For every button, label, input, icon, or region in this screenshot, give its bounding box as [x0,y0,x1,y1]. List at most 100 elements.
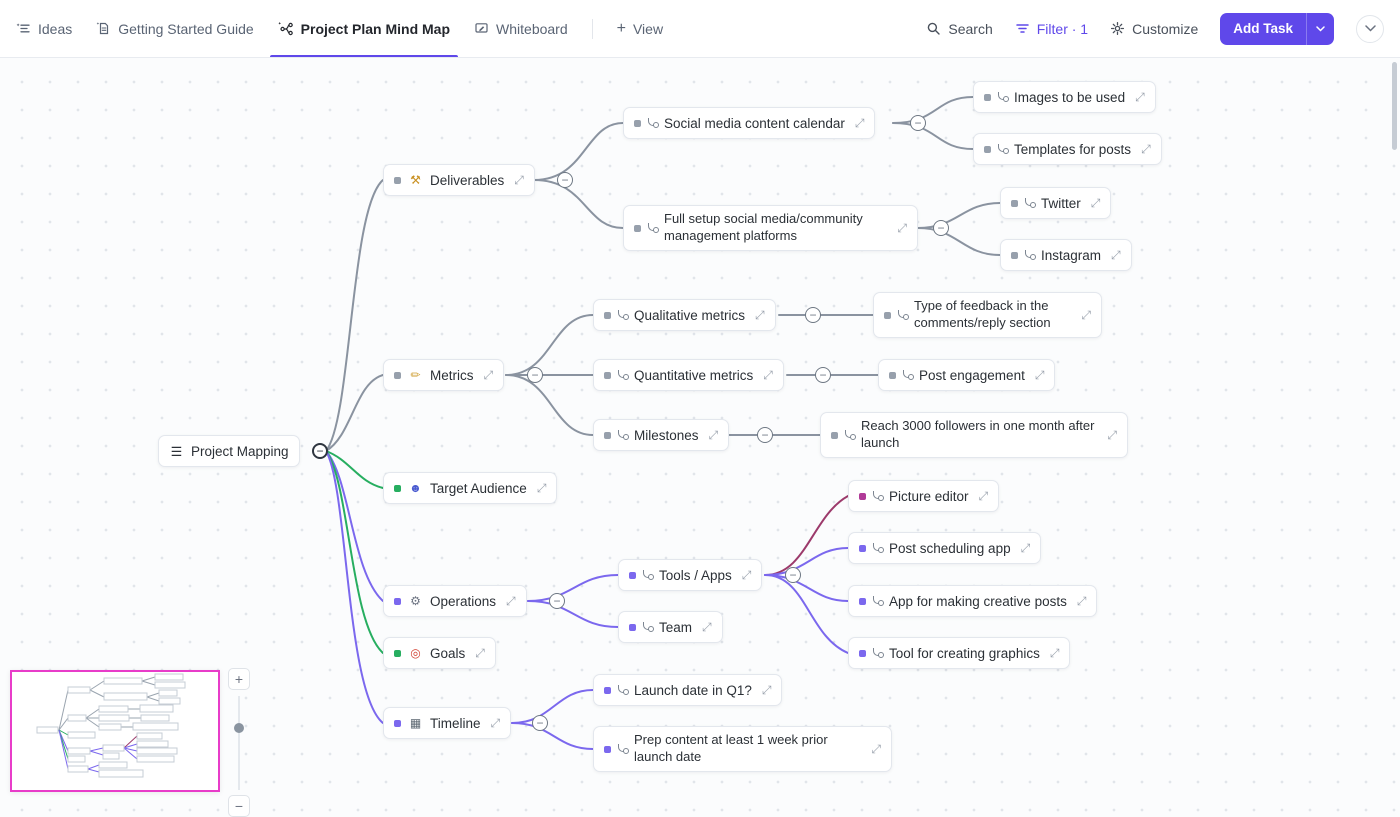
node-label: Goals [430,645,466,661]
collapse-toggle-operations[interactable]: − [549,593,565,609]
node-social-media-content-calendar[interactable]: Social media content calendar ⤢ [623,107,876,139]
expand-icon[interactable]: ⤢ [763,368,773,382]
node-images-to-be-used[interactable]: Images to be used ⤢ [973,81,1156,113]
zoom-slider-handle[interactable] [234,723,244,733]
node-project-mapping[interactable]: ☰ Project Mapping [158,435,300,467]
node-full-setup-platforms[interactable]: Full setup social media/community manage… [623,205,918,251]
expand-icon[interactable]: ⤢ [871,742,881,756]
expand-icon[interactable]: ⤢ [854,116,865,130]
node-label: Team [659,619,693,635]
add-view-button[interactable]: + View [617,0,663,57]
customize-button[interactable]: Customize [1110,21,1198,37]
subtask-icon [873,595,884,606]
expand-icon[interactable]: ⤢ [1111,248,1121,262]
node-post-engagement[interactable]: Post engagement ⤢ [878,359,1056,391]
expand-icon[interactable]: ⤢ [483,368,494,382]
node-post-scheduling-app[interactable]: Post scheduling app ⤢ [848,532,1042,564]
tab-project-plan-mind-map[interactable]: Project Plan Mind Map [269,0,459,57]
expand-icon[interactable]: ⤢ [1034,368,1045,382]
expand-icon[interactable]: ⤢ [761,683,772,697]
node-team[interactable]: Team ⤢ [618,611,723,643]
node-launch-date-q1[interactable]: Launch date in Q1? ⤢ [593,674,783,706]
subtask-icon [618,429,629,440]
expand-icon[interactable]: ⤢ [1020,541,1031,555]
collapse-toggle-qualitative[interactable]: − [805,307,821,323]
node-label: Tools / Apps [659,567,732,583]
collapse-toggle-milestones[interactable]: − [757,427,773,443]
node-target-audience[interactable]: ☻ Target Audience ⤢ [383,472,558,504]
expand-icon[interactable]: ⤢ [1076,594,1087,608]
node-metrics[interactable]: ✏ Metrics ⤢ [383,359,505,391]
add-task-dropdown[interactable] [1306,12,1334,45]
collapse-toggle-quantitative[interactable]: − [815,367,831,383]
expand-icon[interactable]: ⤢ [708,428,719,442]
node-twitter[interactable]: Twitter ⤢ [1000,187,1112,219]
zoom-in-button[interactable]: + [228,668,250,690]
expand-icon[interactable]: ⤢ [514,173,524,187]
tab-getting-started-guide[interactable]: Getting Started Guide [96,0,254,57]
node-label: Deliverables [430,172,505,188]
tab-ideas[interactable]: Ideas [16,0,72,57]
filter-button[interactable]: Filter · 1 [1015,21,1088,37]
node-prep-content[interactable]: Prep content at least 1 week prior launc… [593,726,892,772]
collapse-toggle-metrics[interactable]: − [527,367,543,383]
collapse-toolbar-button[interactable] [1356,14,1384,43]
collapse-toggle-full-setup[interactable]: − [933,220,949,236]
minimap[interactable] [10,670,220,792]
subtask-icon [648,117,659,128]
collapse-toggle-timeline[interactable]: − [532,715,548,731]
mindmap-connectors [325,96,1001,750]
subtask-icon [643,621,654,632]
node-timeline[interactable]: ▦ Timeline ⤢ [383,707,512,739]
expand-icon[interactable]: ⤢ [1107,428,1117,442]
search-button[interactable]: Search [926,21,993,37]
node-instagram[interactable]: Instagram ⤢ [1000,239,1132,271]
zoom-out-button[interactable]: − [228,795,250,817]
status-square [884,311,891,319]
collapse-toggle-root[interactable]: − [312,443,328,459]
expand-icon[interactable]: ⤢ [475,646,485,660]
expand-icon[interactable]: ⤢ [490,716,501,730]
expand-icon[interactable]: ⤢ [897,221,907,235]
node-app-for-creative-posts[interactable]: App for making creative posts ⤢ [848,585,1098,617]
expand-icon[interactable]: ⤢ [1135,90,1145,104]
node-type-of-feedback[interactable]: Type of feedback in the comments/reply s… [873,292,1102,338]
expand-icon[interactable]: ⤢ [978,489,989,503]
node-qualitative-metrics[interactable]: Qualitative metrics ⤢ [593,299,776,331]
expand-icon[interactable]: ⤢ [506,594,516,608]
node-picture-editor[interactable]: Picture editor ⤢ [848,480,1000,512]
node-label: Picture editor [889,488,969,504]
expand-icon[interactable]: ⤢ [1141,142,1151,156]
filter-label: Filter · 1 [1036,20,1089,37]
node-milestones[interactable]: Milestones ⤢ [593,419,730,451]
ideas-icon [16,23,30,33]
expand-icon[interactable]: ⤢ [702,620,712,634]
node-reach-3000-followers[interactable]: Reach 3000 followers in one month after … [820,412,1128,458]
expand-icon[interactable]: ⤢ [536,481,547,495]
expand-icon[interactable]: ⤢ [755,308,765,322]
collapse-toggle-tools-apps[interactable]: − [785,567,801,583]
minimap-preview [36,673,186,778]
zoom-slider-track[interactable] [238,696,240,790]
node-tool-for-graphics[interactable]: Tool for creating graphics ⤢ [848,637,1071,669]
node-deliverables[interactable]: ⚒ Deliverables ⤢ [383,164,535,196]
expand-icon[interactable]: ⤢ [1090,196,1101,210]
node-quantitative-metrics[interactable]: Quantitative metrics ⤢ [593,359,784,391]
node-label: Post scheduling app [889,540,1011,556]
node-tools-apps[interactable]: Tools / Apps ⤢ [618,559,763,591]
vertical-scrollbar[interactable] [1392,62,1397,150]
node-label: Templates for posts [1014,141,1132,157]
expand-icon[interactable]: ⤢ [741,568,752,582]
node-goals[interactable]: ◎ Goals ⤢ [383,637,496,669]
add-task-button[interactable]: Add Task [1220,12,1334,45]
collapse-toggle-social-media[interactable]: − [910,115,926,131]
status-square [859,597,866,605]
mind-map-canvas[interactable]: − − − − − − − − − − − ☰ Project Mapping … [0,58,1400,817]
expand-icon[interactable]: ⤢ [1049,646,1060,660]
expand-icon[interactable]: ⤢ [1081,308,1091,322]
node-operations[interactable]: ⚙ Operations ⤢ [383,585,527,617]
collapse-toggle-deliverables[interactable]: − [557,172,573,188]
status-square [859,492,866,500]
node-templates-for-posts[interactable]: Templates for posts ⤢ [973,133,1162,165]
tab-whiteboard[interactable]: Whiteboard [474,0,568,57]
